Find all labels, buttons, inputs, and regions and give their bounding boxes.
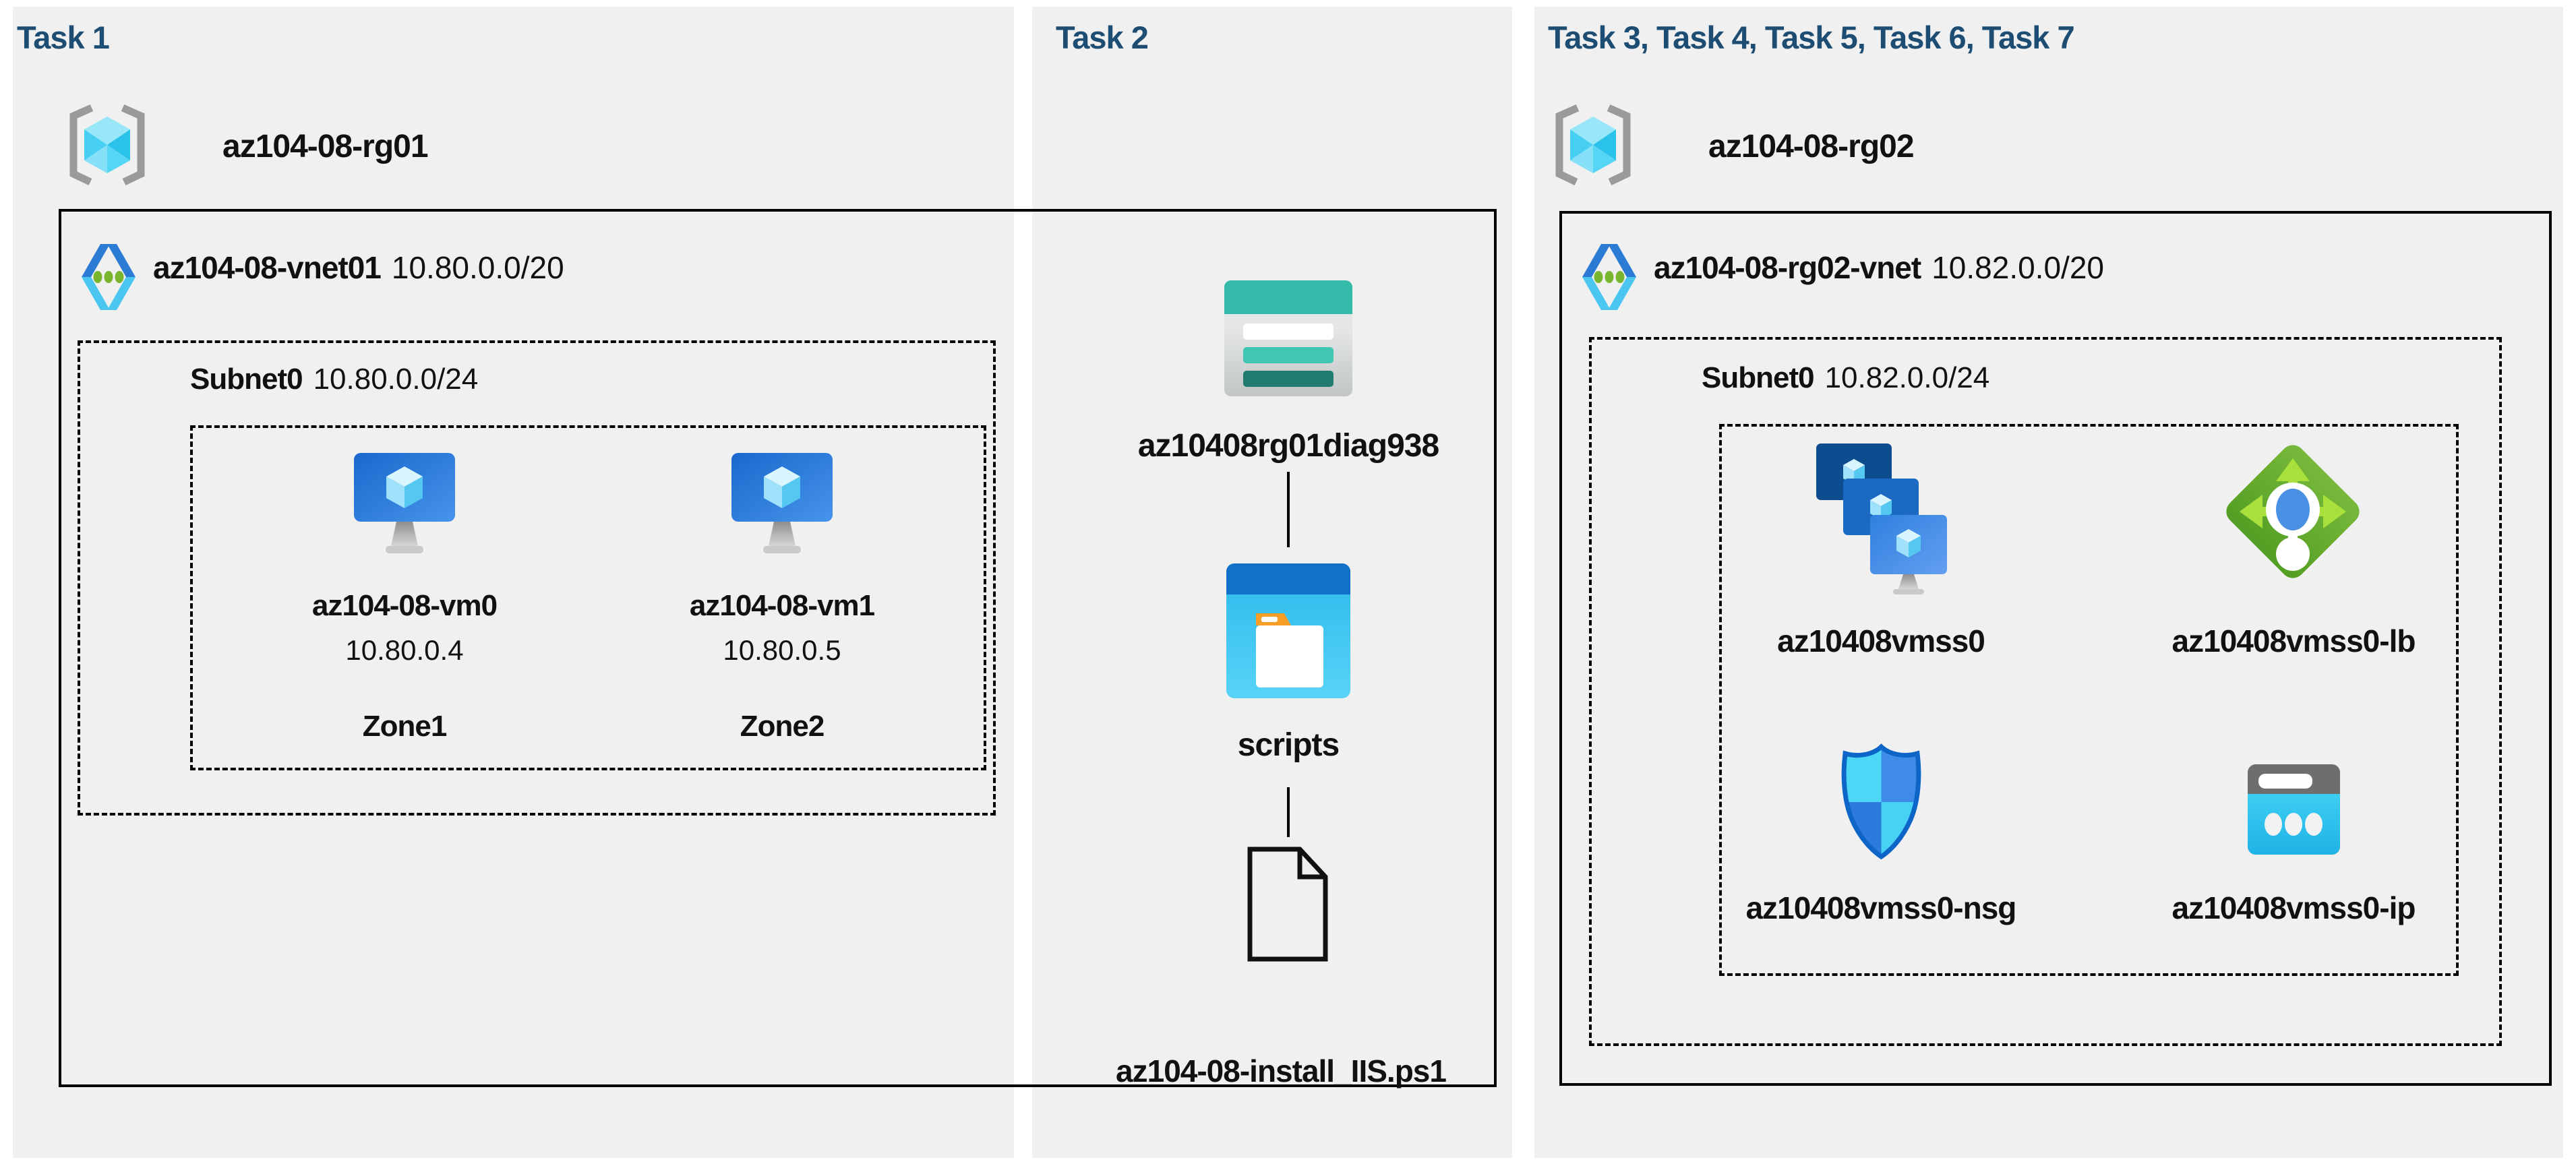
vm0-name: az104-08-vm0 (311, 589, 498, 622)
subnet-1-label: Subnet0 10.80.0.0/24 (190, 363, 478, 396)
vnet-3-name: az104-08-rg02-vnet (1654, 250, 1921, 285)
subnet-1-cidr: 10.80.0.0/24 (313, 363, 479, 396)
vm1-name: az104-08-vm1 (689, 589, 875, 622)
resource-group-icon (69, 104, 145, 185)
vmss-label: az10408vmss0 (1777, 623, 1985, 658)
panel-task1 (13, 7, 1014, 1158)
connector-storage-to-container (1287, 472, 1290, 547)
resources-box (1719, 424, 2459, 976)
subnet-box-1 (78, 340, 996, 816)
connector-container-to-file (1287, 787, 1290, 837)
vnet-3-label: az104-08-rg02-vnet 10.82.0.0/20 (1654, 249, 2104, 286)
zones-box (190, 425, 986, 770)
container-label: scripts (1237, 727, 1340, 763)
vnet-1-name: az104-08-vnet01 (153, 250, 382, 285)
script-file-label: az104-08-install_IIS.ps1 (1116, 1053, 1447, 1088)
task2-header: Task 2 (1056, 20, 1149, 55)
vm1-zone: Zone2 (740, 710, 825, 743)
nsg-label: az10408vmss0-nsg (1745, 890, 2017, 925)
virtual-machine-icon (731, 453, 833, 553)
storage-account-icon (1224, 280, 1352, 396)
vm0-zone: Zone1 (362, 710, 448, 743)
vnet-box-3 (1559, 211, 2552, 1086)
subnet-1-name: Subnet0 (190, 363, 303, 396)
vnet-1-label: az104-08-vnet01 10.80.0.0/20 (153, 249, 564, 286)
nsg-icon (1841, 743, 1921, 860)
public-ip-label: az10408vmss0-ip (2171, 890, 2416, 925)
virtual-machine-icon (354, 453, 455, 553)
script-file-icon (1247, 847, 1328, 962)
public-ip-icon (2248, 764, 2340, 855)
load-balancer-icon (2226, 445, 2360, 578)
resource-group-2-label: az104-08-rg02 (1708, 129, 1915, 164)
subnet-box-3 (1589, 337, 2502, 1046)
vm0-ip: 10.80.0.4 (345, 634, 464, 666)
vmss-icon (1816, 443, 1947, 594)
load-balancer-label: az10408vmss0-lb (2171, 623, 2416, 658)
vm1-ip: 10.80.0.5 (723, 634, 841, 666)
task3-header: Task 3, Task 4, Task 5, Task 6, Task 7 (1548, 20, 2075, 55)
subnet-3-label: Subnet0 10.82.0.0/24 (1702, 361, 1989, 395)
virtual-network-icon (82, 244, 136, 310)
subnet-3-cidr: 10.82.0.0/24 (1824, 361, 1990, 394)
vnet-box-1 (59, 209, 1497, 1087)
blob-container-icon (1226, 563, 1350, 698)
panel-task3 (1534, 7, 2563, 1158)
resource-group-1-label: az104-08-rg01 (222, 129, 429, 164)
vnet-1-cidr: 10.80.0.0/20 (391, 250, 564, 285)
virtual-network-icon (1582, 244, 1636, 310)
vnet-3-cidr: 10.82.0.0/20 (1931, 250, 2104, 285)
resource-group-icon (1555, 104, 1631, 185)
task1-header: Task 1 (17, 20, 110, 55)
storage-account-label: az10408rg01diag938 (1137, 428, 1439, 464)
subnet-3-name: Subnet0 (1702, 361, 1815, 394)
